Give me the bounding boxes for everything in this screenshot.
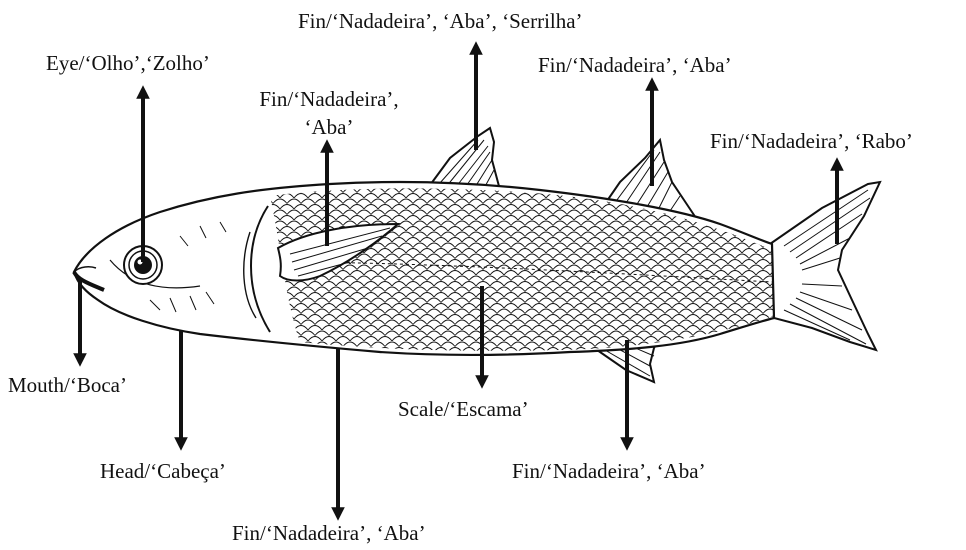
pectoral-fin-label-line2: ‘Aba’ [238,114,420,140]
eye-label: Eye/‘Olho’,‘Zolho’ [46,50,210,76]
pectoral-fin-label-line1: Fin/‘Nadadeira’, [238,86,420,112]
tail-fin [770,182,880,350]
second-dorsal-fin-label: Fin/‘Nadadeira’, ‘Aba’ [538,52,732,78]
head-label: Head/‘Cabeça’ [100,458,226,484]
pelvic-fin-label: Fin/‘Nadadeira’, ‘Aba’ [232,520,426,546]
mouth-label: Mouth/‘Boca’ [8,372,127,398]
dorsal-fin-label: Fin/‘Nadadeira’, ‘Aba’, ‘Serrilha’ [298,8,583,34]
scale-label: Scale/‘Escama’ [398,396,529,422]
anal-fin-label: Fin/‘Nadadeira’, ‘Aba’ [512,458,706,484]
tail-fin-label: Fin/‘Nadadeira’, ‘Rabo’ [710,128,913,154]
